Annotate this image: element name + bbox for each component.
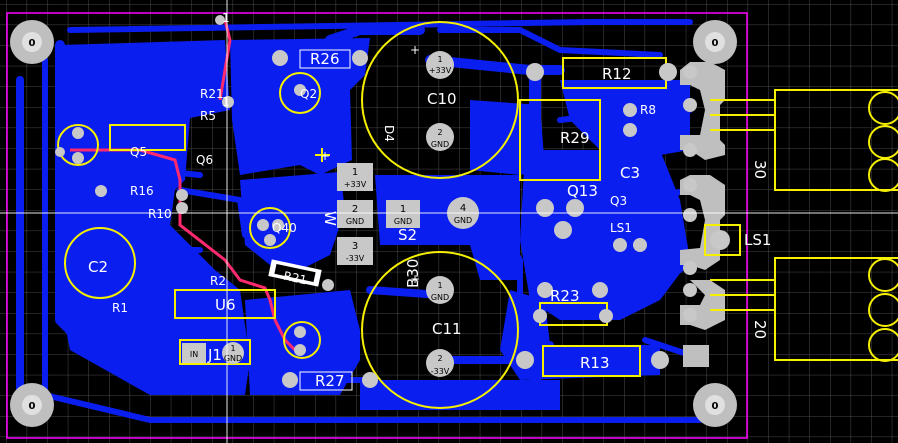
- ref-r23: R23: [550, 287, 580, 305]
- ref-c2: C2: [88, 258, 108, 276]
- pad-number: 4: [460, 203, 466, 214]
- mounting-holes: 0 0 0 0: [10, 20, 737, 427]
- c2-outline: [64, 227, 136, 299]
- ref-ls1: LS1: [744, 231, 771, 249]
- mounting-hole-label: 0: [712, 401, 719, 412]
- pad-net: GND: [394, 217, 412, 226]
- gnd-square-pad: [386, 200, 420, 228]
- ref-r10: R10: [148, 207, 172, 221]
- ref-ls11: LS1: [610, 221, 632, 235]
- ref-r5: R5: [200, 109, 216, 123]
- ref-c3: C3: [620, 164, 640, 182]
- c11-pad-2: [426, 349, 454, 377]
- pad-number: 1: [400, 204, 406, 215]
- silkscreen-outlines: [57, 21, 741, 409]
- ref-r27: R27: [315, 372, 345, 390]
- pad-net: -33V: [431, 367, 450, 376]
- pad-net: +33V: [429, 66, 452, 75]
- power-connector: 1 +33V 2 GND 3 -33V 1 GND 4 GND: [337, 163, 479, 265]
- u6-outline: [174, 289, 276, 319]
- pad-net: GND: [224, 354, 242, 363]
- pad-net: GND: [346, 217, 364, 226]
- mounting-hole: 0: [10, 383, 54, 427]
- c11-polarity-mark: +: [410, 272, 420, 286]
- ref-r21: R21: [282, 269, 308, 288]
- c11-pads: 1 GND 2 -33V: [426, 276, 454, 377]
- pad-net: IN: [190, 350, 198, 359]
- ruler-mark-mid: 1: [222, 95, 230, 109]
- ref-q13: Q13: [567, 182, 598, 200]
- ref-b30: B30: [404, 259, 422, 288]
- small-pads: [55, 15, 730, 388]
- ref-q6: Q6: [196, 153, 213, 167]
- conn-pad-1: [337, 163, 373, 191]
- pad-net: +33V: [344, 180, 367, 189]
- ref-r29: R29: [560, 129, 590, 147]
- ref-q5: Q5: [130, 145, 147, 159]
- conn-pad-2: [337, 200, 373, 228]
- traces-bottom: [16, 19, 703, 423]
- resistor-bodies: [268, 49, 353, 391]
- j1-pad-2: [182, 343, 206, 363]
- ref-r26: R26: [310, 50, 340, 68]
- side-text-30: 30: [751, 160, 769, 179]
- j1-outline: [179, 339, 251, 365]
- side-text-q3: Q3: [610, 194, 627, 208]
- mounting-hole: 0: [693, 20, 737, 64]
- ruler-mark-top: 1: [222, 11, 230, 25]
- pad-net: GND: [431, 140, 449, 149]
- ref-r12: R12: [602, 65, 632, 83]
- ref-u6: U6: [215, 296, 236, 314]
- side-text-20: 20: [751, 320, 769, 339]
- ref-r2: R2: [210, 274, 226, 288]
- ref-r8: R8: [640, 103, 656, 117]
- ref-w: W: [321, 211, 339, 226]
- side-text-r16: R16: [130, 184, 154, 198]
- pad-net: GND: [454, 216, 472, 225]
- polarity-marks: + + +: [320, 43, 420, 286]
- designators: R26 R12 C10 C11 R29 R13 R27 R23 C2 R21 C…: [88, 50, 771, 390]
- ref-c11: C11: [432, 320, 462, 338]
- board-outline: [6, 12, 748, 439]
- ref-s2: S2: [398, 226, 417, 244]
- conn-pad-3: [337, 237, 373, 265]
- pad-number: 2: [437, 354, 442, 363]
- pad-number: 1: [437, 281, 442, 290]
- ref-j1: J1: [207, 346, 222, 364]
- pad-number: 2: [352, 204, 358, 215]
- ref-d4: D4: [382, 125, 396, 142]
- mounting-hole-label: 0: [29, 401, 36, 412]
- ref-q2: Q2: [300, 87, 317, 101]
- c10-outline: [361, 21, 519, 179]
- c10-pad-1: [426, 51, 454, 79]
- conn-polarity-mark: +: [320, 149, 330, 163]
- mounting-hole-label: 0: [712, 38, 719, 49]
- pad-number: 1: [437, 55, 442, 64]
- ref-r1: R1: [112, 301, 128, 315]
- c11-outline: [361, 251, 519, 409]
- pad-number: 3: [352, 241, 358, 252]
- c10-pads: 1 +33V 2 GND: [426, 51, 454, 151]
- c10-polarity-mark: +: [410, 43, 420, 57]
- heatsink-outlines: [710, 89, 898, 362]
- pad-net: GND: [431, 293, 449, 302]
- mounting-hole: 0: [10, 20, 54, 64]
- r13-outline: [542, 345, 641, 377]
- ref-q40: Q40: [272, 221, 297, 235]
- mounting-hole: 0: [693, 383, 737, 427]
- pad-net: -33V: [346, 254, 365, 263]
- mounting-hole-label: 0: [29, 38, 36, 49]
- ref-r13: R13: [580, 354, 610, 372]
- pad-number: 1: [230, 344, 235, 353]
- ref-r21-top: R21: [200, 87, 224, 101]
- c10-pad-2: [426, 123, 454, 151]
- pad-number: 2: [437, 128, 442, 137]
- ref-c10: C10: [427, 90, 457, 108]
- pad-number: 1: [352, 167, 358, 178]
- c11-pad-1: [426, 276, 454, 304]
